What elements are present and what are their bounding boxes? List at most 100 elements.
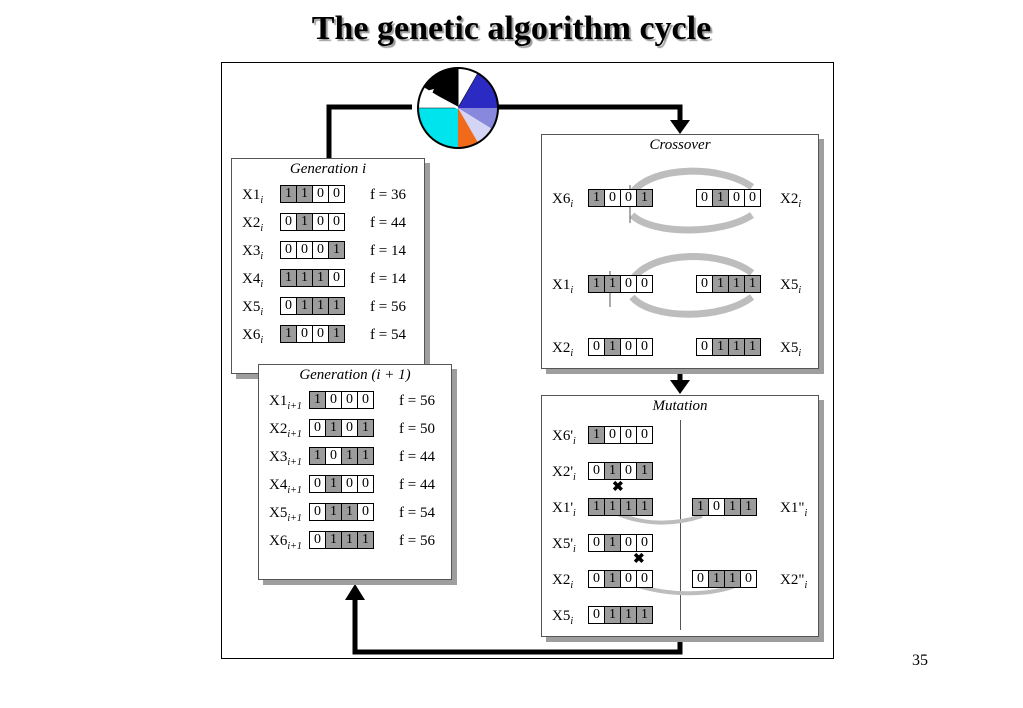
chromosome-subscript: i: [260, 223, 264, 234]
chromosome-name: X3: [242, 243, 261, 259]
gene-bit: 0: [297, 326, 313, 342]
chromosome-label: X5'i: [552, 536, 576, 555]
chromosome-label: X2i: [552, 572, 573, 591]
gene-bit: 1: [745, 276, 760, 292]
chromosome-label: X1i: [242, 187, 263, 206]
gene-bit: 0: [709, 499, 725, 515]
gene-bit: 0: [358, 504, 373, 520]
chromosome-label: X5i: [242, 299, 263, 318]
gene-bit: 1: [637, 190, 652, 206]
gene-bit: 1: [281, 270, 297, 286]
gene-bit: 1: [358, 448, 373, 464]
gene-bit: 0: [621, 571, 637, 587]
gene-bit: 1: [297, 214, 313, 230]
chromosome-name: X5: [269, 505, 288, 521]
gene-bit: 0: [589, 535, 605, 551]
chromosome-name: X2: [269, 421, 288, 437]
gene-bit: 1: [326, 532, 342, 548]
gene-bit: 1: [729, 276, 745, 292]
chromosome-name: X2: [552, 340, 571, 356]
gene-bit: 1: [637, 463, 652, 479]
gene-bit: 1: [281, 186, 297, 202]
chromosome-subscript: i: [798, 285, 802, 296]
gene-bit: 1: [605, 463, 621, 479]
fitness-value: f = 56: [370, 299, 406, 315]
chromosome-label: X2'i: [552, 464, 576, 483]
gene-bit: 0: [281, 242, 297, 258]
gene-bit: 0: [621, 190, 637, 206]
gene-bit: 0: [326, 448, 342, 464]
mutation-mark-icon: ✖: [612, 480, 624, 495]
chromosome-name: X5: [552, 608, 571, 624]
chromosome-name: X5: [780, 277, 799, 293]
fitness-value: f = 44: [399, 449, 435, 465]
chromosome-subscript: i+1: [287, 485, 302, 496]
gene-bit: 0: [358, 476, 373, 492]
gene-bit: 1: [589, 190, 605, 206]
mutation-divider: [680, 420, 681, 630]
gene-bit: 0: [313, 242, 329, 258]
chromosome-label: X1"i: [780, 500, 807, 519]
chromosome-subscript: i: [260, 195, 264, 206]
fitness-value: f = 54: [370, 327, 406, 343]
chromosome-label: X3i: [242, 243, 263, 262]
gene-bit: 0: [310, 420, 326, 436]
gene-bit: 0: [621, 427, 637, 443]
chromosome-label: X6i+1: [269, 533, 302, 552]
gene-bit: 0: [637, 339, 652, 355]
gene-bit: 0: [637, 535, 652, 551]
gene-bit: 1: [329, 298, 344, 314]
fitness-value: f = 36: [370, 187, 406, 203]
gene-bit: 1: [342, 532, 358, 548]
gene-bit: 1: [326, 504, 342, 520]
chromosome-name: X6: [552, 191, 571, 207]
arrow-gen-to-wheel: [326, 104, 412, 158]
gene-bit: 0: [281, 214, 297, 230]
chromosome-name: X2": [780, 572, 805, 588]
gene-bit: 1: [725, 571, 741, 587]
chromosome-subscript: i: [573, 472, 576, 483]
arrowhead-crossover: [670, 120, 690, 134]
chromosome-subscript: i: [570, 199, 574, 210]
gene-bit: 1: [589, 276, 605, 292]
roulette-wheel-icon: [417, 67, 499, 149]
gene-bit: 1: [693, 499, 709, 515]
gene-bit: 0: [326, 392, 342, 408]
gene-bit: 0: [605, 190, 621, 206]
gene-bit: 1: [713, 339, 729, 355]
chromosome-subscript: i: [570, 616, 574, 627]
diagram-frame: [221, 62, 834, 659]
chromosome-subscript: i: [570, 285, 574, 296]
chromosome-name: X1: [242, 187, 261, 203]
chromosome-subscript: i: [804, 580, 808, 591]
chromosome-name: X6': [552, 428, 574, 444]
chromosome-label: X4i: [242, 271, 263, 290]
mutation-title: Mutation: [652, 398, 708, 414]
chromosome-name: X1': [552, 500, 574, 516]
chromosome-name: X6: [242, 327, 261, 343]
gene-bit: 1: [713, 276, 729, 292]
gene-bit: 1: [329, 242, 344, 258]
gene-bit: 0: [589, 339, 605, 355]
chromosome-label: X5i+1: [269, 505, 302, 524]
chromosome-subscript: i: [573, 436, 576, 447]
gene-bit: 1: [589, 427, 605, 443]
chromosome-label: X1i+1: [269, 393, 302, 412]
